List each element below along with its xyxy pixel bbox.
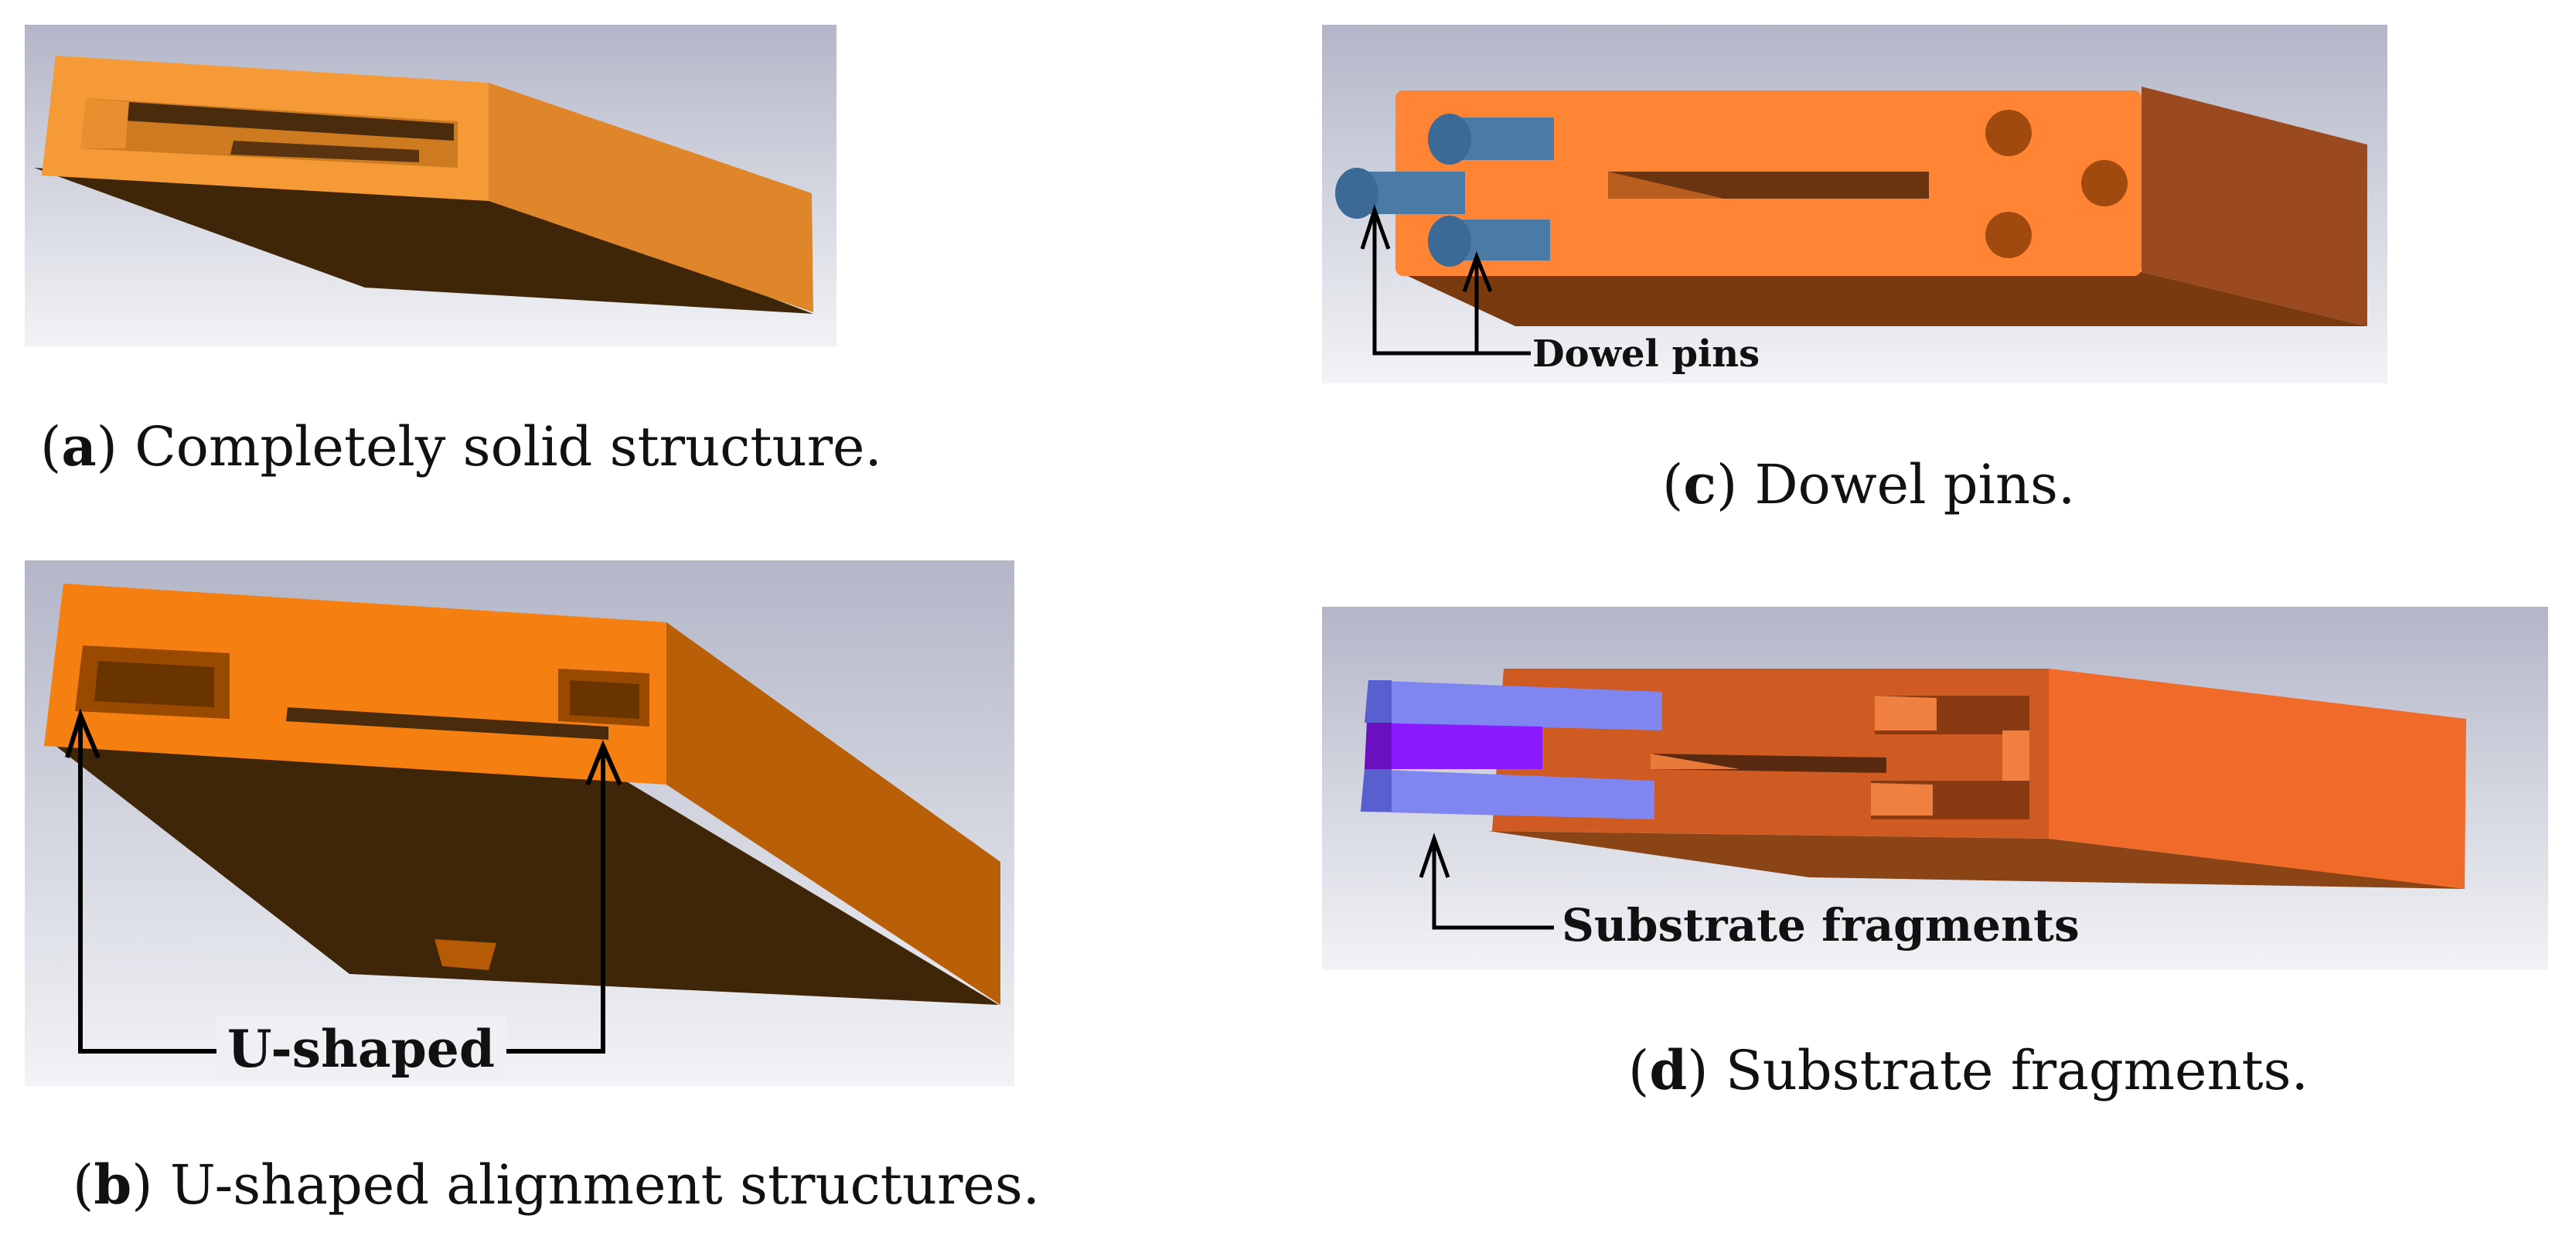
slot-rim <box>80 98 129 148</box>
callout-line-right <box>504 746 605 1054</box>
dowel-pin-end <box>1428 114 1471 165</box>
dowel-pin-body <box>1357 172 1465 214</box>
block-end-face <box>489 83 813 312</box>
block-underside <box>56 746 999 1005</box>
slot-outer <box>125 102 454 141</box>
arrowhead-right <box>585 740 622 786</box>
panel-a-solid-structure-render <box>25 25 837 347</box>
dowel-pin-body <box>1450 220 1550 260</box>
block-end-face <box>2049 669 2466 889</box>
callout-dowel-pins: Dowel pins <box>1532 332 1760 376</box>
panel-b-u-shaped-structure-render: U-shaped <box>25 560 1014 1086</box>
arrowhead <box>1419 833 1450 878</box>
block-underside <box>34 168 813 314</box>
central-slot <box>286 707 608 740</box>
substrate-fragment <box>1365 680 1392 723</box>
underside-notch <box>434 939 496 970</box>
substrate-fragment-core <box>1365 723 1392 769</box>
caption-a-letter: a <box>61 414 97 478</box>
caption-d: (d) Substrate fragments. <box>1628 1038 2309 1102</box>
panel-c-dowel-pins-render: Dowel pins <box>1322 25 2387 383</box>
caption-b: (b) U-shaped alignment structures. <box>73 1153 1041 1217</box>
callout-line <box>1372 210 1531 356</box>
block-top-face <box>44 584 666 785</box>
substrate-fragment <box>1361 769 1392 812</box>
callout-line <box>1432 839 1554 930</box>
callout-substrate-fragments: Substrate fragments <box>1562 899 2080 952</box>
slot-bevel <box>1608 172 1724 199</box>
arrowhead-left <box>65 708 101 759</box>
caption-c: (c) Dowel pins. <box>1662 452 2076 516</box>
caption-b-text: U-shaped alignment structures. <box>169 1153 1041 1217</box>
caption-a-text: Completely solid structure. <box>135 415 882 478</box>
caption-c-text: Dowel pins. <box>1754 453 2076 516</box>
hole <box>2081 160 2128 206</box>
callout-label-backdrop <box>216 1016 506 1078</box>
substrate-fragment-core <box>1365 723 1542 769</box>
substrate-fragment <box>1365 680 1662 730</box>
callout-line-left <box>78 715 218 1054</box>
caption-a: (a) Completely solid structure. <box>40 414 882 478</box>
caption-d-letter: d <box>1649 1038 1688 1102</box>
hole <box>1985 212 2032 258</box>
slot-bevel <box>1651 754 1739 769</box>
dowel-pin-end <box>1335 168 1378 219</box>
block-end-face <box>666 622 1000 1005</box>
caption-d-text: Substrate fragments. <box>1725 1039 2309 1102</box>
u-notch-back <box>2002 730 2029 781</box>
dowel-pin-end <box>1428 216 1471 267</box>
hole <box>1985 110 2032 156</box>
arrowhead <box>1360 204 1391 250</box>
u-notch-face <box>1871 783 1933 815</box>
arrowhead <box>1462 250 1493 292</box>
block-underside <box>1399 272 2367 326</box>
slot-inner <box>230 141 419 162</box>
u-notch-face <box>1875 696 1937 730</box>
dowel-pin-body <box>1450 117 1554 160</box>
callout-u-shaped: U-shaped <box>227 1019 495 1079</box>
block-underside <box>1488 831 2466 889</box>
caption-c-letter: c <box>1683 452 1716 516</box>
panel-d-substrate-fragments-render: Substrate fragments <box>1322 607 2548 970</box>
block-end-face <box>2142 87 2367 326</box>
caption-b-letter: b <box>94 1153 132 1217</box>
right-u-notch-floor <box>570 680 639 719</box>
substrate-fragment <box>1361 769 1654 819</box>
left-u-notch-floor <box>94 661 214 707</box>
